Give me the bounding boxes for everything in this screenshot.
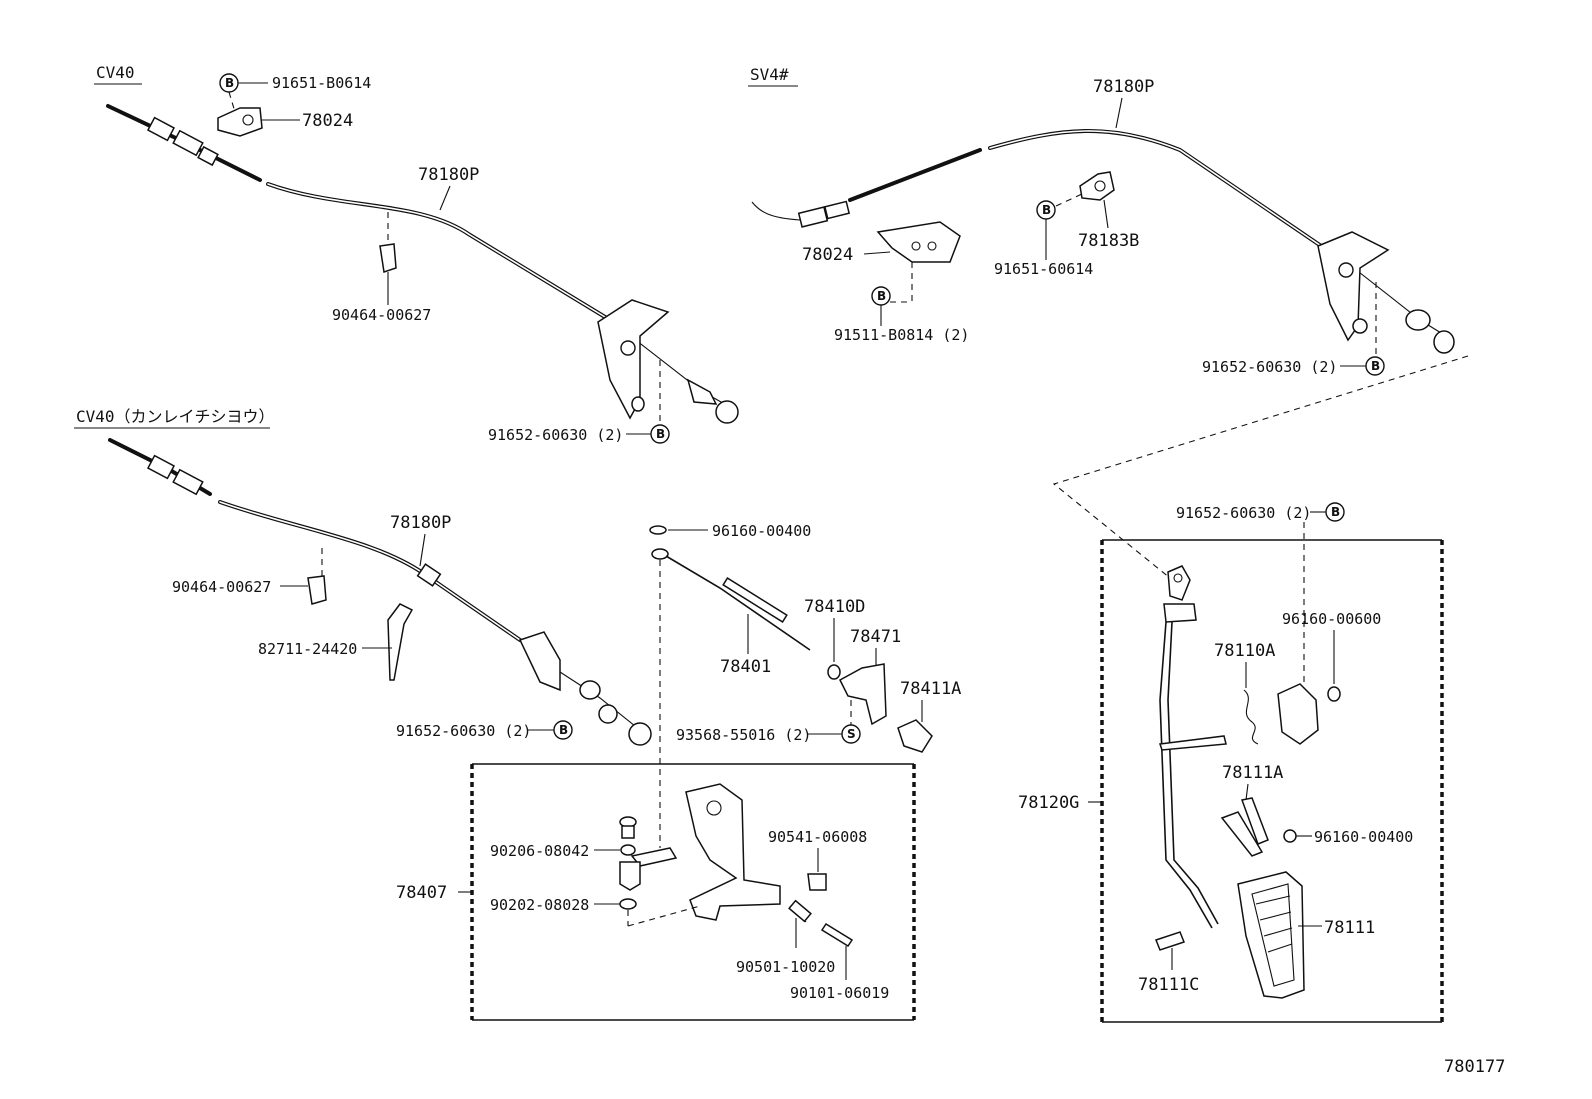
part-label-91652-60630: 91652-60630 (2) — [396, 722, 531, 740]
part-label-93568-55016: 93568-55016 (2) — [676, 726, 811, 744]
part-label-90202-08028: 90202-08028 — [490, 896, 589, 914]
cv40-throttle-cable-assembly — [106, 104, 739, 424]
mark-b-circle-icon — [650, 424, 670, 444]
part-label-78024: 78024 — [302, 111, 353, 131]
mark-b-letter: B — [1371, 359, 1380, 373]
mark-b-letter: B — [559, 723, 568, 737]
mark-b-circle-icon — [553, 720, 573, 740]
bolt-90101 — [820, 922, 854, 948]
spring-78110a — [1243, 689, 1259, 745]
part-label-78111a: 78111A — [1222, 763, 1283, 783]
part-label-90101-06019: 90101-06019 — [790, 984, 889, 1002]
pedal-arm-78111a-b — [1240, 797, 1269, 845]
part-label-91652-60630: 91652-60630 (2) — [1202, 358, 1337, 376]
mark-s-letter: S — [847, 727, 856, 741]
part-label-78180p: 78180P — [390, 513, 451, 533]
part-label-90206-08042: 90206-08042 — [490, 842, 589, 860]
section-header-sv4: SV4# — [750, 65, 789, 84]
bushing — [619, 861, 641, 891]
mark-b-letter: B — [877, 289, 886, 303]
sv4-throttle-cable-assembly — [751, 128, 1455, 354]
sv4-bracket-78183b — [1079, 171, 1115, 201]
leader-line — [228, 91, 236, 113]
part-label-91652-60630: 91652-60630 (2) — [488, 426, 623, 444]
part-label-82711-24420: 82711-24420 — [258, 640, 357, 658]
clip-96160-00600 — [1327, 686, 1341, 702]
link-rod-78401 — [649, 525, 811, 651]
pedal-pivot-bolt — [1158, 735, 1227, 751]
cv40-bracket-78024 — [217, 107, 263, 137]
part-label-78120g: 78120G — [1018, 793, 1079, 813]
part-label-91651-b0614: 91651-B0614 — [272, 74, 371, 92]
part-label-78401: 78401 — [720, 657, 771, 677]
part-label-96160-00400: 96160-00400 — [712, 522, 811, 540]
part-label-90464-00627: 90464-00627 — [172, 578, 271, 596]
pedal-bushing-plate — [1277, 683, 1319, 745]
part-label-90541-06008: 90541-06008 — [768, 828, 867, 846]
part-label-90501-10020: 90501-10020 — [736, 958, 835, 976]
section-header-cv40: CV40 — [96, 63, 135, 82]
part-label-91652-60630: 91652-60630 (2) — [1176, 504, 1311, 522]
part-label-78471: 78471 — [850, 627, 901, 647]
bracket-78471 — [839, 663, 887, 726]
section-header-cv40-cold: CV40（カンレイチシヨウ） — [76, 407, 275, 426]
nut-78410d — [827, 664, 841, 680]
part-label-78111c: 78111C — [1138, 975, 1199, 995]
part-label-90464-00627: 90464-00627 — [332, 306, 431, 324]
part-label-78024: 78024 — [802, 245, 853, 265]
part-label-91511-b0814: 91511-B0814 (2) — [834, 326, 969, 344]
leader-line — [627, 905, 701, 927]
sv4-bracket-78024 — [876, 221, 961, 263]
mark-b-letter: B — [1042, 203, 1051, 217]
leader-line — [1115, 97, 1123, 129]
pedal-pad-78111 — [1237, 871, 1305, 999]
part-label-96160-00400: 96160-00400 — [1314, 828, 1413, 846]
mark-b-circle-icon — [1365, 356, 1385, 376]
leader-line — [1103, 199, 1109, 229]
part-label-96160-00600: 96160-00600 — [1282, 610, 1381, 628]
part-label-78410d: 78410D — [804, 597, 865, 617]
clip-96160-00400 — [1283, 829, 1297, 843]
mark-b-letter: B — [1331, 505, 1340, 519]
leader-line — [1245, 783, 1249, 801]
spring-90501-body — [788, 899, 812, 923]
part-label-91651-60614: 91651-60614 — [994, 260, 1093, 278]
part-label-78180p: 78180P — [418, 165, 479, 185]
throttle-bracket-assembly — [630, 783, 781, 921]
stopper-78411a — [897, 719, 933, 753]
cold-throttle-cable-assembly — [108, 438, 652, 746]
bolt-90206 — [619, 816, 637, 839]
leader-line — [1055, 193, 1083, 207]
pin-78111c — [1155, 931, 1185, 951]
leader-line — [419, 533, 426, 567]
part-label-78411a: 78411A — [900, 679, 961, 699]
part-label-78110a: 78110A — [1214, 641, 1275, 661]
washer-90206 — [620, 844, 636, 856]
mark-b-letter: B — [656, 427, 665, 441]
diagram-number: 780177 — [1444, 1057, 1505, 1077]
leader-line — [439, 185, 451, 211]
cable-tie-82711 — [387, 603, 414, 681]
pedal-assembly-box-78120g — [1100, 539, 1444, 1023]
part-label-78183b: 78183B — [1078, 231, 1139, 251]
part-label-78180p: 78180P — [1093, 77, 1154, 97]
stopper-90541 — [807, 873, 827, 891]
part-label-78111: 78111 — [1324, 918, 1375, 938]
mark-b-circle-icon — [1325, 502, 1345, 522]
leader-line — [863, 251, 891, 255]
part-label-78407: 78407 — [396, 883, 447, 903]
connection-leader-line — [1052, 355, 1469, 579]
washer-90202 — [619, 898, 637, 910]
pedal-arm-78111a — [1220, 811, 1264, 857]
mark-b-letter: B — [225, 76, 234, 90]
accelerator-pedal-lever — [1159, 565, 1219, 929]
